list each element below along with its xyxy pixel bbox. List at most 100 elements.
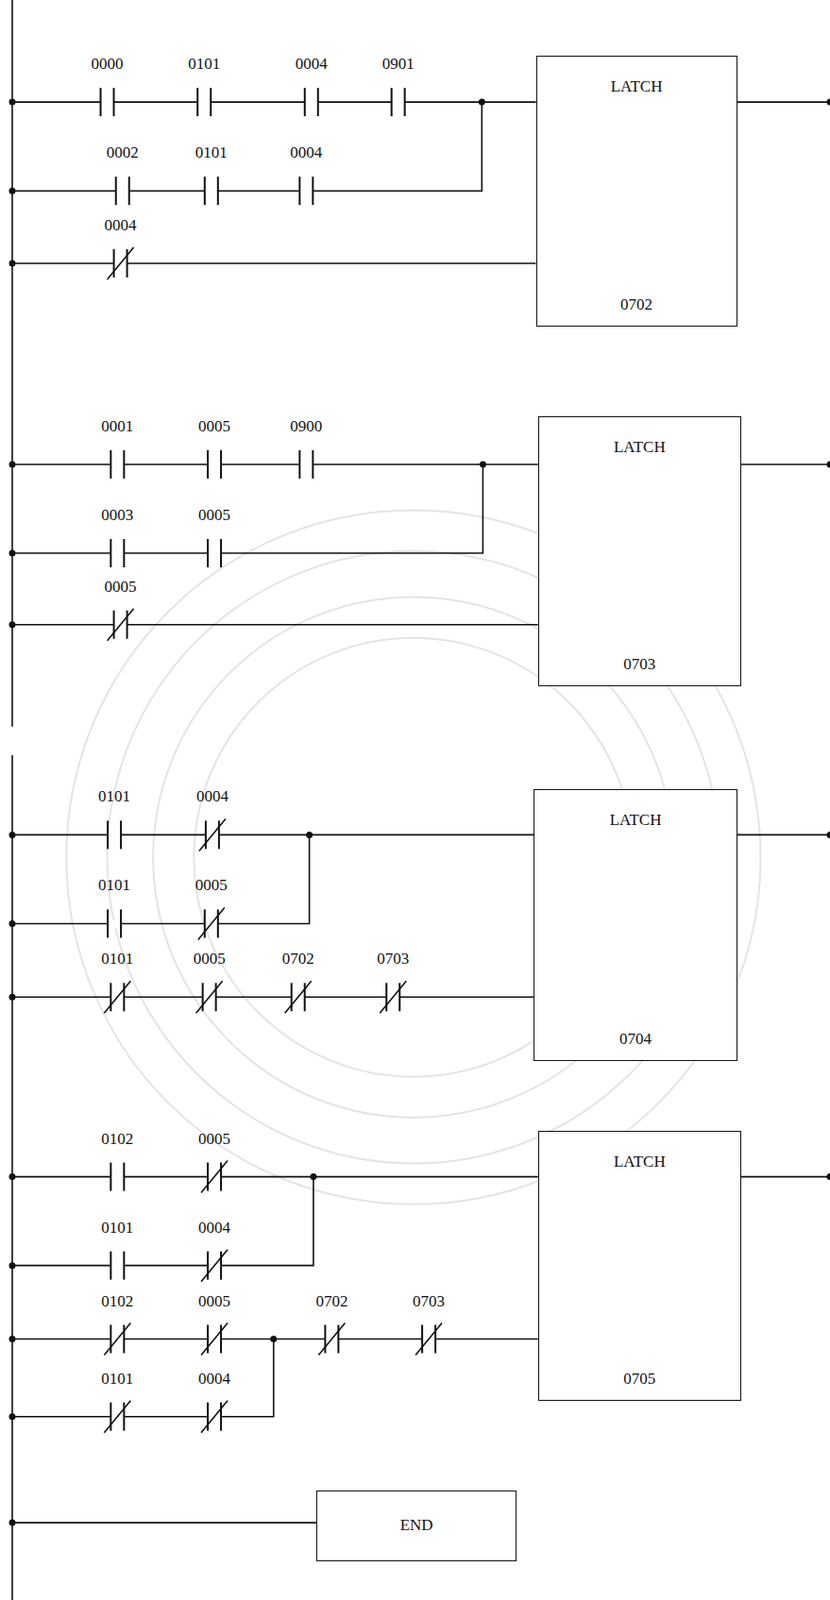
junction-dot <box>8 1336 16 1343</box>
contact-bar <box>217 176 220 205</box>
contact-slash <box>196 981 223 1014</box>
no-contact <box>391 87 406 117</box>
ladder-wire <box>741 1176 830 1179</box>
contact-bar <box>122 539 125 568</box>
contact-bar <box>304 87 306 117</box>
contact-address: 0005 <box>194 876 229 896</box>
junction-dot <box>8 187 16 195</box>
contact-address: 0005 <box>197 1130 232 1150</box>
contact-bar <box>109 539 112 568</box>
contact-bar <box>311 450 314 479</box>
no-contact <box>207 450 221 479</box>
contact-address: 0703 <box>375 949 410 969</box>
contact-bar <box>220 450 222 479</box>
contact-bar <box>196 87 199 117</box>
no-contact <box>204 176 219 205</box>
contact-bar <box>220 539 222 568</box>
contact-address: 0004 <box>294 54 329 74</box>
junction-dot <box>8 1520 16 1527</box>
ladder-wire <box>12 834 534 837</box>
contact-address: 0005 <box>197 417 232 437</box>
contact-address: 0101 <box>97 787 132 807</box>
contact-bar <box>206 450 209 479</box>
junction-dot <box>8 1173 16 1181</box>
contact-address: 0000 <box>90 54 125 74</box>
nc-contact <box>201 1323 228 1356</box>
contact-bar <box>109 1252 112 1281</box>
contact-gap <box>207 549 221 558</box>
ladder-wire <box>11 0 14 728</box>
no-contact <box>110 539 124 568</box>
contact-bar <box>109 1163 112 1192</box>
contact-address: 0005 <box>192 949 227 969</box>
contact-bar <box>106 909 109 938</box>
ladder-wire <box>12 997 534 1000</box>
contact-gap <box>110 1173 124 1182</box>
relay-address: 0703 <box>623 655 656 675</box>
ladder-wire <box>12 101 482 191</box>
contact-bar <box>119 820 122 849</box>
contact-bar <box>122 1252 125 1281</box>
contact-slash <box>285 981 312 1014</box>
no-contact <box>110 1163 124 1192</box>
contact-gap <box>101 98 115 106</box>
nc-contact <box>199 818 226 851</box>
contact-bar <box>390 87 393 117</box>
junction-dot <box>8 550 16 558</box>
contact-bar <box>404 87 407 117</box>
junction-dot <box>8 1262 16 1270</box>
contact-address: 0101 <box>100 1370 135 1389</box>
contact-gap <box>116 186 130 195</box>
contact-address: 0001 <box>100 417 135 437</box>
nc-contact <box>318 1323 345 1356</box>
ladder-wire <box>12 101 537 103</box>
nc-contact <box>198 907 225 940</box>
junction-dot <box>305 831 313 839</box>
junction-dot <box>827 460 830 468</box>
nc-contact <box>201 1161 228 1194</box>
nc-contact <box>107 247 135 280</box>
no-contact <box>107 820 121 849</box>
ladder-wire <box>12 262 537 265</box>
no-contact <box>207 539 221 568</box>
contact-address: 0003 <box>100 506 135 526</box>
contact-address: 0101 <box>100 949 135 969</box>
end-instruction: END <box>316 1490 517 1563</box>
junction-dot <box>8 460 16 468</box>
nc-contact <box>196 981 223 1014</box>
contact-address: 0901 <box>381 54 416 74</box>
junction-dot <box>827 831 830 839</box>
junction-dot <box>8 1413 16 1421</box>
contact-slash <box>201 1250 228 1283</box>
contact-address: 0004 <box>197 1370 232 1389</box>
relay-address: 0704 <box>619 1030 652 1050</box>
junction-dot <box>8 920 16 928</box>
contact-address: 0002 <box>105 143 140 163</box>
contact-gap <box>207 460 221 469</box>
contact-slash <box>107 247 135 280</box>
ladder-wire <box>741 463 830 466</box>
contact-gap <box>204 186 219 195</box>
junction-dot <box>309 1173 317 1181</box>
junction-dot <box>479 460 487 468</box>
no-contact <box>110 450 124 479</box>
contact-bar <box>203 176 206 205</box>
ladder-wire <box>737 101 830 103</box>
contact-address: 0005 <box>197 506 232 526</box>
instruction-name: LATCH <box>613 1152 666 1172</box>
contact-address: 0005 <box>103 577 138 597</box>
no-contact <box>101 87 115 117</box>
contact-bar <box>311 176 314 205</box>
contact-bar <box>106 820 109 849</box>
junction-dot <box>8 99 16 106</box>
nc-contact <box>285 981 312 1014</box>
contact-address: 0102 <box>100 1130 135 1150</box>
contact-address: 0004 <box>195 787 230 807</box>
contact-bar <box>115 176 118 205</box>
junction-dot <box>8 259 16 267</box>
contact-slash <box>201 1323 228 1356</box>
junction-dot <box>8 831 16 839</box>
instruction-name: LATCH <box>610 77 663 97</box>
ladder-wire <box>737 834 830 837</box>
no-contact <box>299 450 313 479</box>
